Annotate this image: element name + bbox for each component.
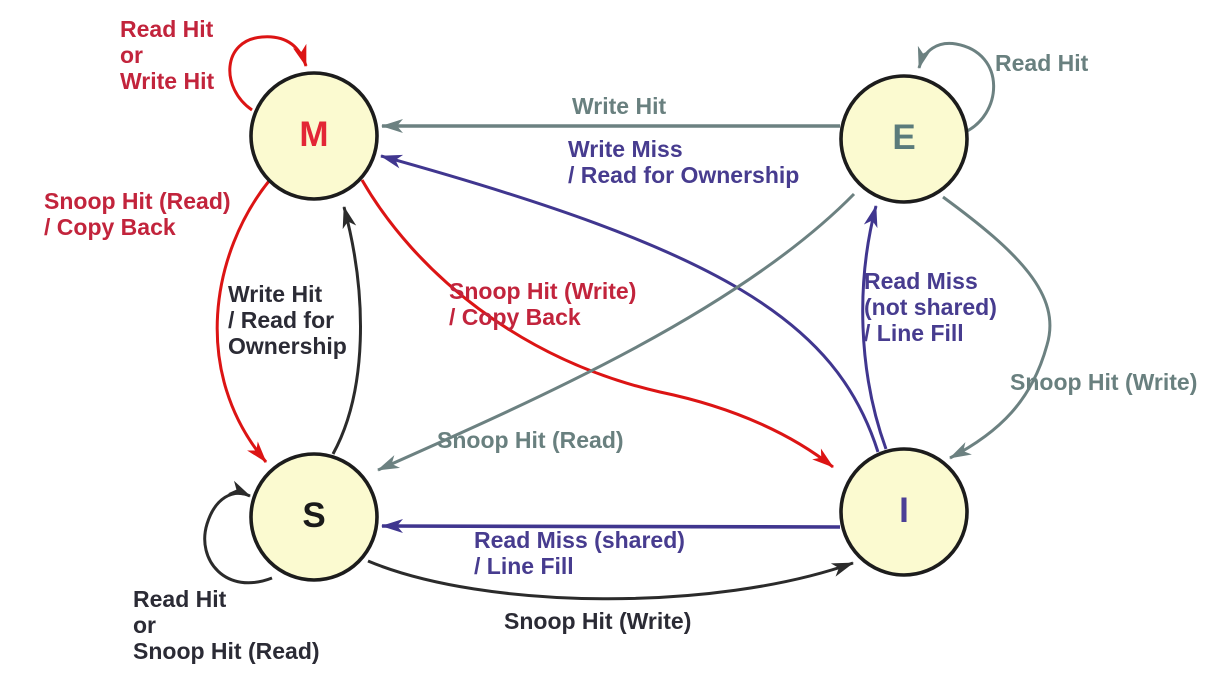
state-node-i — [839, 447, 969, 577]
transition-label-s-to-m: Write Hit / Read for Ownership — [228, 281, 347, 359]
transition-label-e-to-i: Snoop Hit (Write) — [1010, 369, 1198, 395]
transition-label-s-to-i: Snoop Hit (Write) — [504, 608, 692, 634]
transition-label-i-to-m: Write Miss / Read for Ownership — [568, 136, 800, 188]
edge-e-self-loop — [917, 41, 996, 135]
edge-s-self-loop — [203, 480, 273, 585]
edge-s-to-m — [331, 206, 362, 455]
transition-label-e-to-m: Write Hit — [572, 93, 667, 119]
edge-i-to-e — [861, 205, 888, 450]
transition-label-m-self: Read Hit or Write Hit — [120, 16, 215, 94]
edge-m-self-loop — [228, 35, 308, 112]
edge-i-to-m — [380, 154, 880, 453]
state-label-e: E — [892, 118, 916, 158]
transition-label-i-to-e: Read Miss (not shared) / Line Fill — [864, 268, 997, 346]
edge-e-to-s — [377, 192, 856, 472]
transition-label-e-self: Read Hit — [995, 50, 1089, 76]
edge-e-to-i — [942, 195, 1052, 460]
transition-label-s-self: Read Hit or Snoop Hit (Read) — [133, 586, 320, 664]
edge-i-to-s — [381, 519, 841, 534]
state-node-e — [839, 74, 969, 204]
transition-label-m-to-s: Snoop Hit (Read) / Copy Back — [44, 188, 231, 240]
state-label-s: S — [302, 496, 326, 536]
transition-label-e-to-s: Snoop Hit (Read) — [437, 427, 624, 453]
transition-label-i-to-s: Read Miss (shared) / Line Fill — [474, 527, 685, 579]
transition-label-m-to-i: Snoop Hit (Write) / Copy Back — [449, 278, 637, 330]
state-node-m — [249, 71, 379, 201]
state-label-i: I — [899, 491, 909, 531]
edge-m-to-s — [215, 180, 271, 463]
state-node-s — [249, 452, 379, 582]
edge-m-to-i — [360, 179, 834, 469]
edge-s-to-i — [367, 559, 854, 601]
state-label-m: M — [299, 115, 329, 155]
